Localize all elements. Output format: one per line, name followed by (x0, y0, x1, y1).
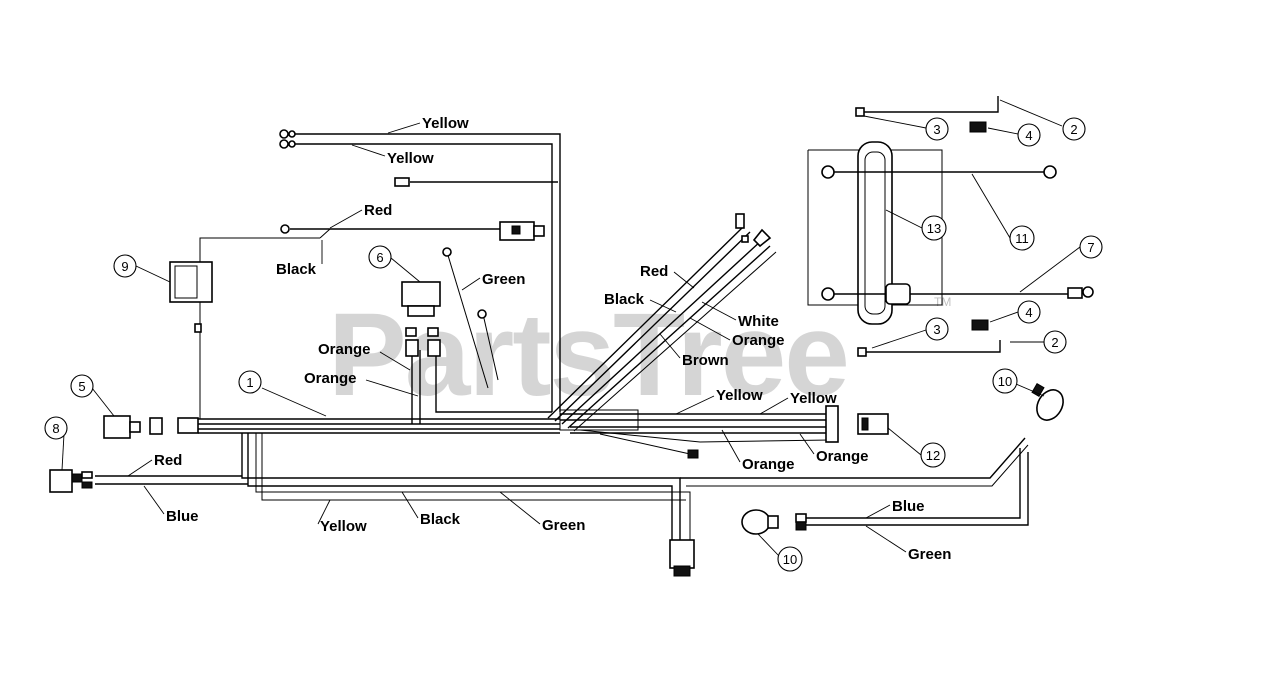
wire-label-orange: Orange (732, 332, 785, 349)
wire-label-green: Green (482, 271, 525, 288)
watermark-trademark: TM (934, 295, 951, 309)
svg-text:10: 10 (998, 374, 1012, 389)
component-6-relay (401, 247, 487, 357)
svg-text:3: 3 (933, 322, 940, 337)
wire-label-black: Black (420, 511, 461, 528)
bulb-10-lower (741, 509, 807, 535)
wire-label-white: White (738, 313, 779, 330)
callout-2: 2 (1010, 330, 1067, 354)
terminals-top-left (279, 129, 410, 234)
wire-label-yellow: Yellow (716, 387, 763, 404)
callout-10: 10 (992, 368, 1045, 397)
harness-sleeve (559, 409, 639, 431)
callout-8: 8 (44, 416, 68, 471)
harness-end-connector (177, 417, 199, 434)
svg-text:5: 5 (78, 379, 85, 394)
callout-10: 10 (757, 533, 803, 572)
svg-text:6: 6 (376, 250, 383, 265)
svg-text:2: 2 (1051, 335, 1058, 350)
callout-12: 12 (887, 427, 946, 468)
right-connectors (687, 405, 889, 459)
wire-label-yellow: Yellow (422, 115, 469, 132)
wire-label-blue: Blue (892, 498, 925, 515)
wire-label-yellow: Yellow (320, 518, 367, 535)
diagonal-bundle-terminals (735, 213, 772, 248)
wire-label-orange: Orange (304, 370, 357, 387)
wire-label-brown: Brown (682, 352, 729, 369)
callout-4: 4 (987, 123, 1041, 147)
wire-label-black: Black (276, 261, 317, 278)
svg-text:8: 8 (52, 421, 59, 436)
callout-13: 13 (885, 209, 947, 241)
callout-6: 6 (368, 245, 421, 283)
svg-text:9: 9 (121, 259, 128, 274)
callouts: 1 2 3 4 5 6 7 (44, 99, 1103, 572)
wire-label-yellow: Yellow (387, 150, 434, 167)
svg-text:12: 12 (926, 448, 940, 463)
callout-2: 2 (999, 99, 1086, 141)
component-5-switch (103, 415, 163, 439)
component-13-hold-down (857, 141, 893, 325)
plug-connector (499, 221, 545, 241)
wire-label-orange: Orange (318, 341, 371, 358)
wire-label-red: Red (640, 263, 668, 280)
wire-labels: Yellow Yellow Red Black Green Red Black … (127, 115, 951, 563)
wire-label-green: Green (542, 517, 585, 534)
svg-text:1: 1 (246, 375, 253, 390)
svg-text:11: 11 (1015, 231, 1029, 246)
wire-label-green: Green (908, 546, 951, 563)
wire-label-orange: Orange (742, 456, 795, 473)
wire-label-red: Red (364, 202, 392, 219)
callout-5: 5 (70, 374, 115, 417)
callout-3: 3 (871, 317, 949, 349)
callout-11: 11 (971, 173, 1035, 251)
callout-7: 7 (1019, 235, 1103, 293)
hardware-parts (855, 96, 1001, 357)
main-harness (95, 133, 1029, 545)
svg-text:2: 2 (1070, 122, 1077, 137)
component-9-module (169, 261, 213, 333)
callout-1: 1 (238, 370, 327, 417)
battery-assembly (807, 141, 1094, 325)
svg-text:4: 4 (1025, 305, 1032, 320)
callout-9: 9 (113, 254, 171, 283)
wire-label-yellow: Yellow (790, 390, 837, 407)
svg-text:13: 13 (927, 221, 941, 236)
svg-text:10: 10 (783, 552, 797, 567)
bulb-10-upper (1031, 382, 1064, 421)
svg-text:3: 3 (933, 122, 940, 137)
wire-label-blue: Blue (166, 508, 199, 525)
callout-3: 3 (863, 115, 949, 141)
wire-label-black: Black (604, 291, 645, 308)
callout-4: 4 (989, 300, 1041, 324)
wire-label-orange: Orange (816, 448, 869, 465)
wire-label-red: Red (154, 452, 182, 469)
svg-text:4: 4 (1025, 128, 1032, 143)
component-8-switch (49, 469, 93, 493)
svg-text:7: 7 (1087, 240, 1094, 255)
bottom-connector (669, 539, 695, 577)
